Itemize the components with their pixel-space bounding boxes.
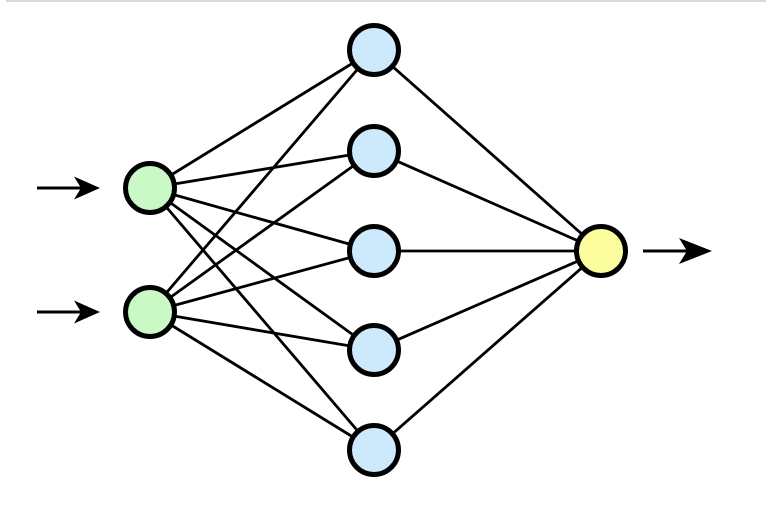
edge-input-layer-1-to-hidden-layer-5 (148, 187, 376, 451)
edge-hidden-layer-4-to-output-layer-1 (373, 249, 602, 352)
hidden-layer-node-3 (347, 224, 401, 278)
edge-hidden-layer-1-to-output-layer-1 (373, 48, 602, 253)
edge-input-layer-2-to-hidden-layer-4 (149, 310, 375, 352)
hidden-layer-node-5 (347, 423, 401, 477)
edge-input-layer-2-to-hidden-layer-2 (149, 149, 375, 314)
edge-hidden-layer-2-to-output-layer-1 (373, 149, 602, 253)
edge-input-layer-2-to-hidden-layer-5 (149, 310, 375, 452)
edge-input-layer-2-to-hidden-layer-1 (148, 49, 376, 313)
edge-input-layer-2-to-hidden-layer-3 (149, 249, 375, 314)
top-divider-line (6, 0, 766, 2)
edge-input-layer-1-to-hidden-layer-2 (149, 149, 375, 190)
output-arrow-1-head-icon (679, 238, 712, 264)
edge-input-layer-1-to-hidden-layer-4 (149, 186, 375, 352)
edge-input-layer-1-to-hidden-layer-3 (149, 186, 375, 253)
input-layer-node-2 (123, 285, 177, 339)
input-arrow-2-head-icon (74, 300, 100, 324)
output-layer-node-1 (574, 224, 628, 278)
edge-hidden-layer-5-to-output-layer-1 (373, 249, 602, 452)
hidden-layer-node-1 (347, 23, 401, 77)
hidden-layer-node-2 (347, 124, 401, 178)
edge-input-layer-1-to-hidden-layer-1 (149, 48, 375, 190)
input-layer-node-1 (123, 161, 177, 215)
input-arrow-1-head-icon (74, 176, 100, 200)
hidden-layer-node-4 (347, 323, 401, 377)
